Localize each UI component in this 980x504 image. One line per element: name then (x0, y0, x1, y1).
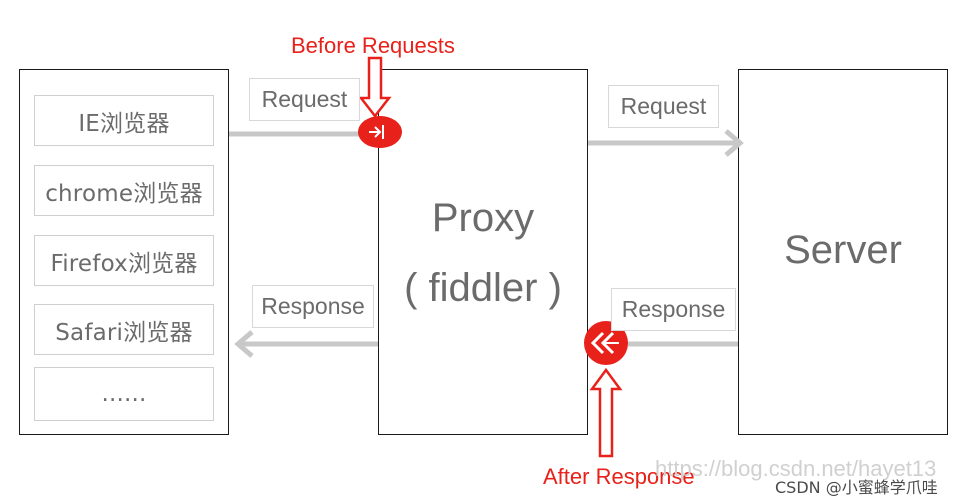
server-box: Server (738, 69, 948, 435)
watermark-credit: CSDN @小蜜蜂学爪哇 (775, 478, 938, 497)
proxy-box: Proxy ( fiddler ) (378, 69, 588, 435)
before-requests-label: Before Requests (291, 33, 455, 58)
browser-item-chrome: chrome浏览器 (34, 165, 214, 216)
after-response-breakpoint-icon (584, 321, 628, 458)
response-arrow-left (234, 330, 378, 358)
browser-item-safari: Safari浏览器 (34, 304, 214, 355)
request-tag-right: Request (608, 85, 719, 128)
watermark-url: https://blog.csdn.net/hayet13 (655, 456, 937, 481)
proxy-title: Proxy (431, 196, 535, 240)
response-tag-left: Response (252, 285, 374, 328)
browser-item-more: ...... (34, 367, 214, 421)
response-tag-right: Response (611, 288, 736, 331)
after-response-label: After Response (543, 464, 695, 489)
browser-item-firefox: Firefox浏览器 (34, 235, 214, 286)
browser-item-ie: IE浏览器 (34, 95, 214, 146)
proxy-subtitle: ( fiddler ) (404, 266, 562, 310)
client-box: IE浏览器 chrome浏览器 Firefox浏览器 Safari浏览器 ...… (19, 69, 229, 435)
server-title: Server (784, 228, 902, 272)
request-arrow-right (588, 129, 744, 157)
request-tag-left: Request (249, 78, 360, 121)
